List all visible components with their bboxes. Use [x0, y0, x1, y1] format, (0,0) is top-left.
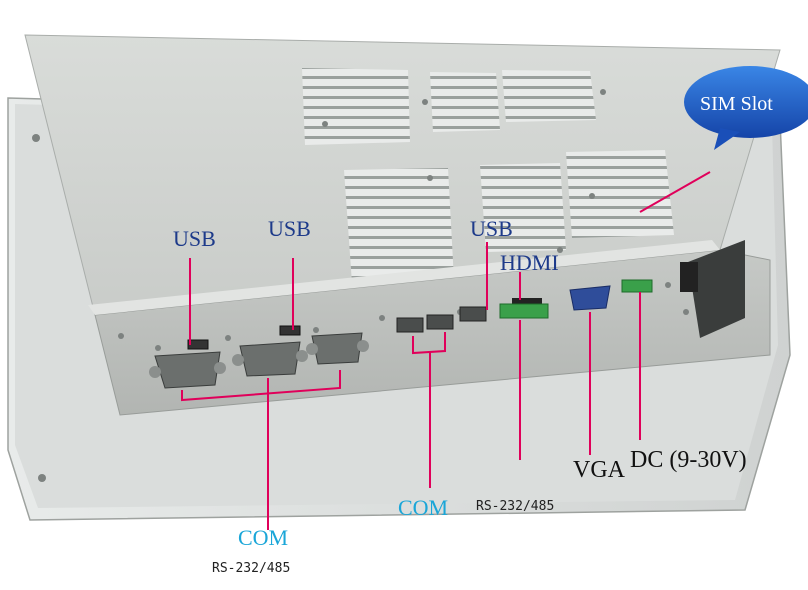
vga-label: VGA — [573, 457, 625, 483]
hdmi-port — [512, 298, 542, 306]
screws — [32, 89, 689, 482]
rs-label-mid: RS-232/485 — [476, 499, 555, 514]
sim-slot-callout-bubble — [684, 66, 808, 150]
rs-label-left: RS-232/485 — [212, 561, 291, 576]
rs485-terminal — [499, 279, 653, 319]
com-port-1 — [149, 351, 226, 389]
usb-label-left: USB — [173, 226, 216, 251]
hdmi-label: HDMI — [500, 250, 559, 275]
com-port-2 — [232, 341, 308, 377]
top-vents — [302, 68, 674, 283]
usb-label-right: USB — [470, 216, 513, 241]
sim-slot-label: SIM Slot — [700, 93, 773, 115]
usb-port-right — [459, 306, 487, 322]
vga-port — [569, 285, 611, 311]
com-label-left: COM — [238, 525, 289, 550]
com-label-mid: COM — [398, 495, 449, 520]
usb-port-left — [187, 339, 209, 350]
usb-port-mid — [279, 325, 301, 336]
lan-ports — [396, 314, 454, 333]
side-bracket — [680, 240, 745, 338]
com-port-3 — [306, 332, 369, 365]
callout-lines — [181, 171, 711, 530]
usb-label-mid: USB — [268, 216, 311, 241]
dc-label: DC (9-30V) — [630, 447, 747, 473]
